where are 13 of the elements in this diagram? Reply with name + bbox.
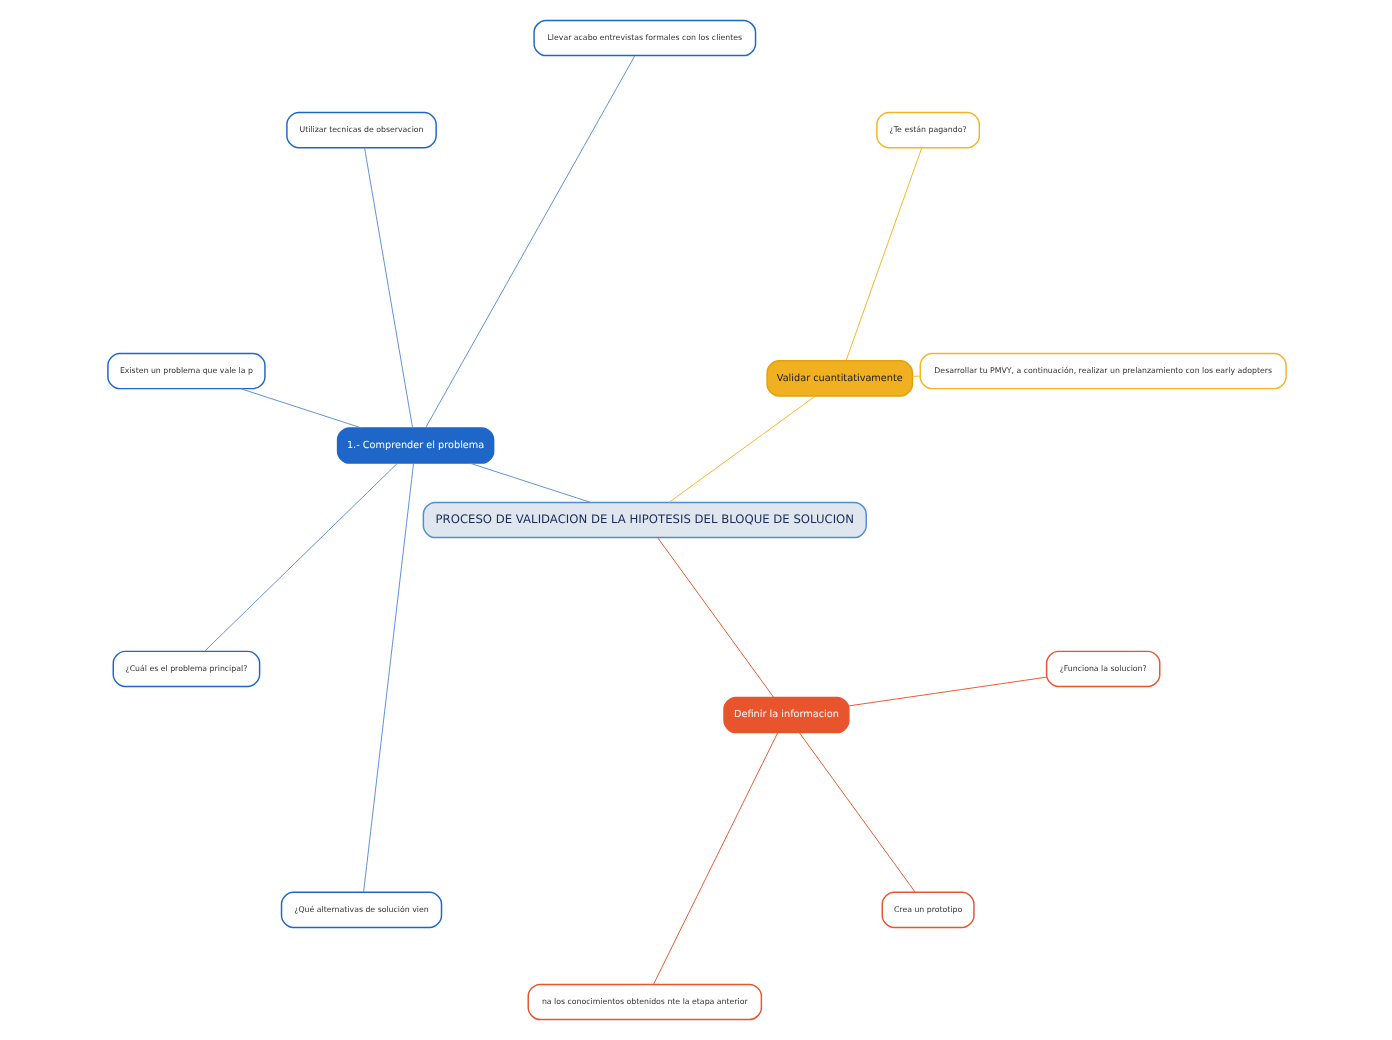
connector <box>652 732 778 985</box>
connector <box>203 462 397 652</box>
connector <box>667 395 815 503</box>
connector <box>239 388 361 429</box>
connector <box>797 732 915 893</box>
connector <box>362 462 414 893</box>
connector <box>910 375 920 377</box>
connector <box>847 676 1047 707</box>
connector <box>656 537 774 698</box>
connector <box>844 147 922 361</box>
connector <box>468 462 590 503</box>
connector <box>363 147 413 429</box>
connector <box>424 55 635 429</box>
